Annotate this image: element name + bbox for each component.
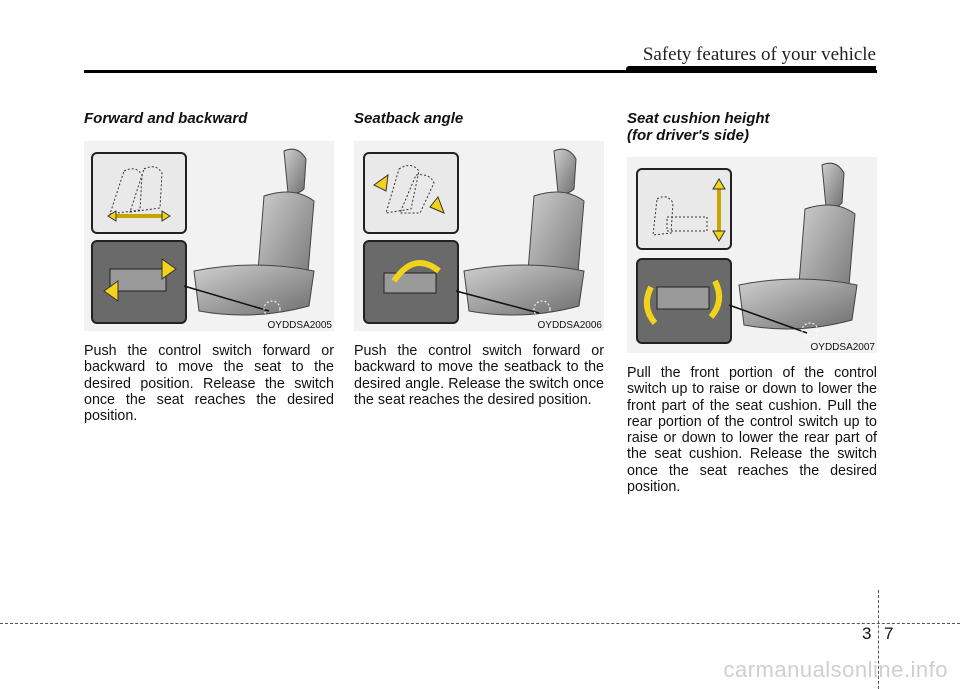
header-rule-accent — [626, 66, 876, 72]
seat-seatback-svg — [363, 148, 585, 324]
figure-code: OYDDSA2006 — [537, 320, 602, 331]
header-rule — [84, 70, 877, 73]
section-seat-cushion-height: Seat cushion height (for driver's side) … — [627, 110, 877, 495]
section-title-line1: Seat cushion height — [627, 110, 770, 127]
figure-code: OYDDSA2007 — [810, 342, 875, 353]
seat-illustration-forward-backward: OYDDSA2005 — [84, 141, 334, 331]
section-title-line2: (for driver's side) — [627, 127, 749, 144]
figure-code: OYDDSA2005 — [267, 320, 332, 331]
section-body-text: Push the control switch forward or backw… — [84, 343, 334, 425]
seat-illustration-seatback: OYDDSA2006 — [354, 141, 604, 331]
seat-cushion-svg — [636, 162, 858, 344]
chapter-number: 3 — [862, 624, 872, 643]
page-header-title: Safety features of your vehicle — [642, 44, 876, 65]
section-title: Forward and backward — [84, 110, 248, 127]
section-title: Seat cushion height (for driver's side) — [627, 110, 877, 144]
footer-vertical-rule — [878, 590, 879, 689]
page-number: 7 — [884, 624, 894, 643]
seat-forward-backward-svg — [91, 148, 315, 324]
section-body-text: Push the control switch forward or backw… — [354, 343, 604, 408]
section-seatback-angle: Seatback angle OYDDSA2006 Push the contr… — [354, 110, 604, 408]
section-forward-backward: Forward and backward OYDDSA2005 — [84, 110, 334, 424]
section-body-text: Pull the front portion of the control sw… — [627, 365, 877, 496]
watermark: carmanualsonline.info — [723, 657, 948, 682]
footer-dashed-rule — [0, 623, 960, 624]
section-title: Seatback angle — [354, 110, 464, 127]
seat-illustration-cushion-height: OYDDSA2007 — [627, 157, 877, 353]
